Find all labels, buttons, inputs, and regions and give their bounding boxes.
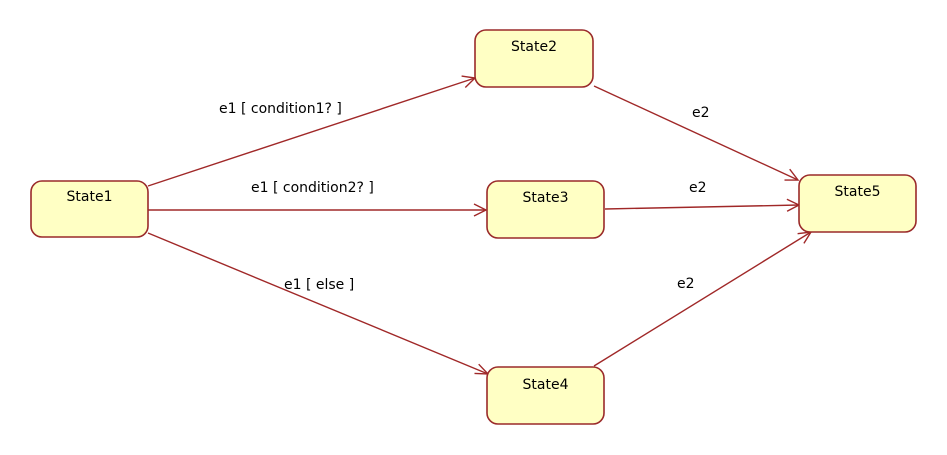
arrow-head xyxy=(784,168,800,181)
state-label: State2 xyxy=(511,39,557,55)
transition-state1-state4[interactable]: e1 [ else ] xyxy=(147,232,490,375)
state-label: State1 xyxy=(67,189,113,205)
arrow-head xyxy=(473,203,488,217)
state-box xyxy=(486,180,605,239)
transition-state3-state5[interactable]: e2 xyxy=(604,180,801,212)
transition-state4-state5[interactable]: e2 xyxy=(593,231,813,367)
state-state2[interactable]: State2 xyxy=(474,29,594,88)
state-box xyxy=(798,174,917,233)
transition-line xyxy=(593,231,812,367)
transition-state1-state2[interactable]: e1 [ condition1? ] xyxy=(147,75,477,187)
state-box xyxy=(486,366,605,425)
state-state1[interactable]: State1 xyxy=(30,180,149,238)
state-state3[interactable]: State3 xyxy=(486,180,605,239)
transition-label: e2 xyxy=(677,276,695,292)
transition-label: e2 xyxy=(692,105,710,121)
state-label: State4 xyxy=(523,377,569,393)
state-state5[interactable]: State5 xyxy=(798,174,917,233)
transition-label: e1 [ else ] xyxy=(284,277,354,293)
transition-line xyxy=(147,77,476,187)
state-box xyxy=(30,180,149,238)
state-label: State3 xyxy=(523,190,569,206)
state-label: State5 xyxy=(835,184,881,200)
state-box xyxy=(474,29,594,88)
transition-label: e1 [ condition2? ] xyxy=(251,180,374,196)
transition-state2-state5[interactable]: e2 xyxy=(593,85,800,181)
transition-label: e2 xyxy=(689,180,707,196)
state-state4[interactable]: State4 xyxy=(486,366,605,425)
transition-line xyxy=(604,204,800,210)
transition-label: e1 [ condition1? ] xyxy=(219,101,342,117)
transition-state1-state3[interactable]: e1 [ condition2? ] xyxy=(148,180,488,217)
transition-line xyxy=(147,232,489,375)
transition-line xyxy=(593,85,799,181)
